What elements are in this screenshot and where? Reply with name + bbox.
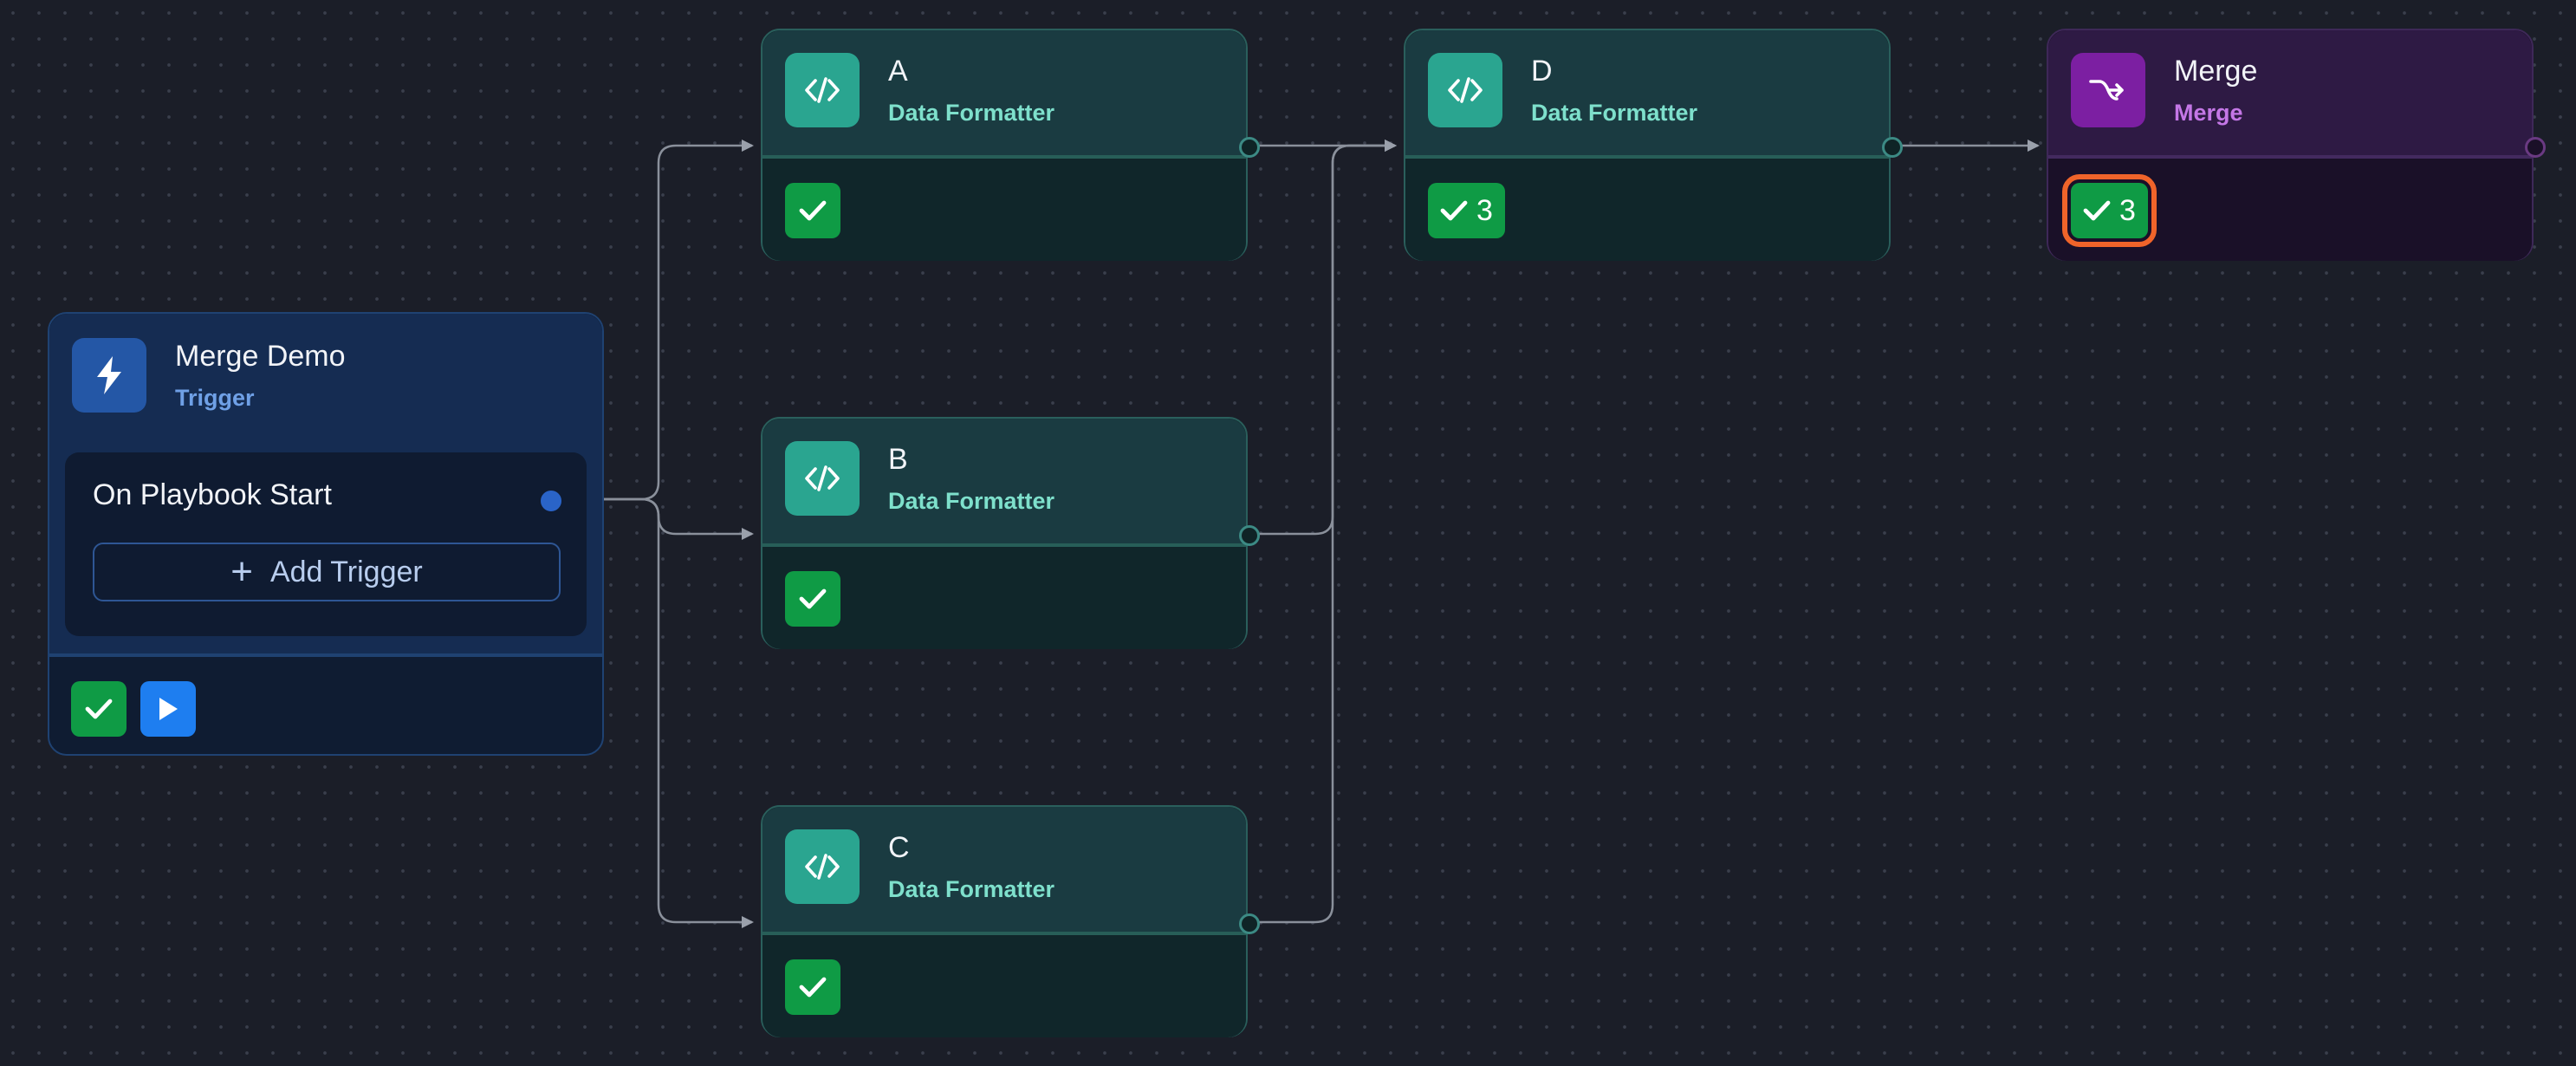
success-count: 3 bbox=[2119, 193, 2136, 227]
output-port[interactable] bbox=[2525, 137, 2546, 158]
check-icon bbox=[799, 588, 827, 610]
node-header[interactable]: A Data Formatter bbox=[762, 30, 1246, 159]
merge-arrow-icon bbox=[2071, 53, 2145, 127]
trigger-node-status bbox=[49, 657, 602, 754]
node-status: 3 bbox=[1405, 159, 1889, 261]
node-subtitle: Data Formatter bbox=[888, 100, 1055, 126]
node-subtitle: Data Formatter bbox=[1531, 100, 1698, 126]
check-icon bbox=[799, 976, 827, 998]
success-count-badge[interactable]: 3 bbox=[1428, 183, 1505, 238]
trigger-card[interactable]: On Playbook Start + Add Trigger bbox=[65, 452, 587, 636]
output-port[interactable] bbox=[1882, 137, 1903, 158]
check-icon bbox=[85, 698, 113, 720]
success-status-badge[interactable] bbox=[785, 183, 840, 238]
trigger-label: On Playbook Start bbox=[93, 478, 332, 511]
output-port[interactable] bbox=[541, 491, 561, 511]
node-b-data-formatter[interactable]: B Data Formatter bbox=[761, 417, 1260, 649]
edge-c-to-d[interactable] bbox=[1255, 140, 1397, 924]
code-icon bbox=[1428, 53, 1502, 127]
node-a-data-formatter[interactable]: A Data Formatter bbox=[761, 29, 1260, 261]
node-header[interactable]: Merge Merge bbox=[2048, 30, 2532, 159]
node-status: 3 bbox=[2048, 159, 2532, 261]
node-status bbox=[762, 159, 1246, 261]
node-c-data-formatter[interactable]: C Data Formatter bbox=[761, 805, 1260, 1037]
success-status-badge[interactable] bbox=[785, 571, 840, 627]
success-status-badge[interactable] bbox=[71, 681, 127, 737]
success-status-badge[interactable] bbox=[785, 959, 840, 1015]
plus-icon: + bbox=[230, 550, 253, 593]
node-status bbox=[762, 935, 1246, 1037]
node-title: Merge Demo bbox=[175, 340, 346, 373]
play-icon bbox=[157, 696, 179, 722]
run-button[interactable] bbox=[140, 681, 196, 737]
node-title: B bbox=[888, 443, 908, 476]
edge-b-to-d[interactable] bbox=[1255, 140, 1397, 536]
trigger-node-header[interactable]: Merge Demo Trigger bbox=[49, 314, 602, 452]
output-port[interactable] bbox=[1239, 525, 1260, 546]
add-trigger-button[interactable]: + Add Trigger bbox=[93, 543, 561, 601]
trigger-node-merge-demo[interactable]: Merge Demo Trigger On Playbook Start + A… bbox=[48, 312, 604, 756]
success-count: 3 bbox=[1476, 193, 1493, 227]
code-icon bbox=[785, 441, 860, 516]
output-port[interactable] bbox=[1239, 913, 1260, 934]
node-header[interactable]: D Data Formatter bbox=[1405, 30, 1889, 159]
node-header[interactable]: B Data Formatter bbox=[762, 419, 1246, 547]
check-icon bbox=[799, 199, 827, 222]
node-header[interactable]: C Data Formatter bbox=[762, 807, 1246, 935]
node-title: C bbox=[888, 831, 910, 864]
code-icon bbox=[785, 53, 860, 127]
node-subtitle: Trigger bbox=[175, 385, 255, 411]
node-status bbox=[762, 547, 1246, 649]
node-subtitle: Merge bbox=[2174, 100, 2243, 126]
code-icon bbox=[785, 829, 860, 904]
node-subtitle: Data Formatter bbox=[888, 488, 1055, 514]
node-title: Merge bbox=[2174, 55, 2258, 88]
output-port[interactable] bbox=[1239, 137, 1260, 158]
merge-node[interactable]: Merge Merge 3 bbox=[2047, 29, 2546, 261]
check-icon bbox=[2083, 199, 2111, 222]
add-trigger-label: Add Trigger bbox=[269, 555, 423, 588]
node-subtitle: Data Formatter bbox=[888, 876, 1055, 902]
node-d-data-formatter[interactable]: D Data Formatter 3 bbox=[1404, 29, 1903, 261]
lightning-bolt-icon bbox=[72, 338, 146, 413]
node-title: A bbox=[888, 55, 908, 88]
node-title: D bbox=[1531, 55, 1553, 88]
check-icon bbox=[1440, 199, 1468, 222]
trigger-config-section: On Playbook Start + Add Trigger bbox=[49, 452, 602, 657]
success-count-badge[interactable]: 3 bbox=[2062, 174, 2157, 247]
